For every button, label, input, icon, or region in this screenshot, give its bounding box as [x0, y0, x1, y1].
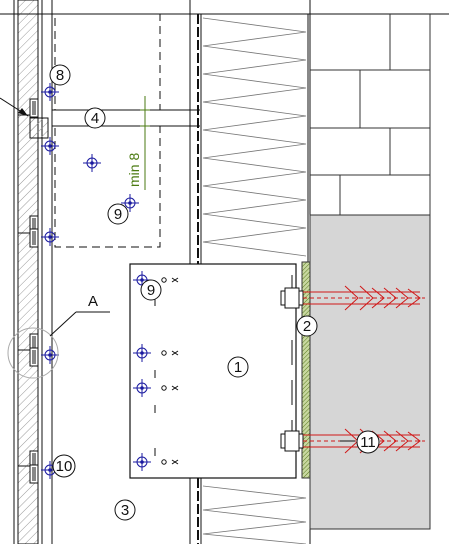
anchor-top — [280, 285, 425, 311]
svg-text:2: 2 — [303, 318, 311, 335]
seal-arrowhead — [18, 108, 28, 116]
svg-text:11: 11 — [360, 434, 376, 451]
thermal-pad — [301, 261, 311, 479]
svg-text:1: 1 — [234, 359, 242, 376]
bracket-screws — [132, 270, 179, 472]
callout-2: 2 — [296, 315, 318, 337]
svg-text:10: 10 — [56, 458, 73, 475]
dimension-min8: min 8 — [126, 96, 150, 190]
masonry-wall — [310, 14, 431, 216]
svg-text:3: 3 — [121, 502, 129, 519]
svg-text:4: 4 — [91, 110, 99, 127]
joint-seal — [29, 117, 49, 139]
svg-text:9: 9 — [114, 206, 122, 223]
callout-11: 11 — [356, 430, 380, 454]
hidden-bracket-outline — [54, 13, 161, 248]
detail-a-marker: A — [7, 293, 110, 379]
svg-text:8: 8 — [56, 67, 64, 84]
detail-a-label: A — [88, 293, 98, 310]
rail-screws — [40, 82, 140, 480]
callout-9-bracket: 9 — [140, 279, 162, 301]
vertical-profile — [51, 0, 191, 544]
callout-4: 4 — [84, 107, 106, 129]
callout-8: 8 — [49, 64, 71, 86]
wall-bracket — [129, 263, 297, 479]
concrete-substrate — [309, 214, 431, 530]
callout-9-rail: 9 — [107, 203, 129, 225]
svg-text:9: 9 — [147, 282, 155, 299]
callout-10: 10 — [52, 454, 76, 478]
callout-3: 3 — [114, 499, 136, 521]
horizontal-rail — [52, 109, 200, 127]
callout-1: 1 — [227, 356, 249, 378]
dimension-text: min 8 — [126, 153, 142, 187]
